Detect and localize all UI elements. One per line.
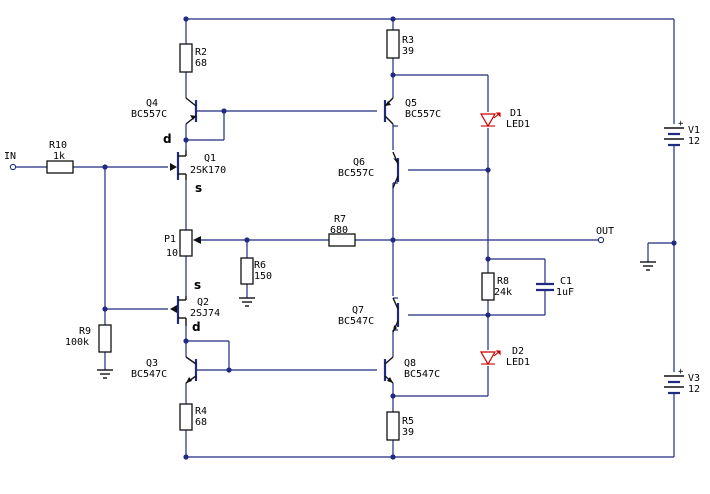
q6-part: BC557C: [338, 168, 374, 179]
q7-ref: Q7: [352, 305, 364, 316]
ground-symbol: [239, 297, 255, 307]
d1-ref: D1: [510, 108, 522, 119]
transistor-q8: Q8 BC547C: [383, 356, 440, 384]
r4-ref: R4: [195, 406, 207, 417]
r6-ref: R6: [254, 260, 266, 271]
q4-ref: Q4: [146, 98, 158, 109]
r8-value: 24k: [494, 287, 512, 298]
led-d2: D2 LED1: [479, 346, 530, 368]
r10-ref: R10: [49, 140, 67, 151]
r5-ref: R5: [402, 416, 414, 427]
transistor-q2: Q2 2SJ74: [170, 296, 220, 326]
r7-value: 680: [330, 225, 348, 236]
p1-ref: P1: [164, 234, 176, 245]
q2-part: 2SJ74: [190, 308, 220, 319]
q3-ref: Q3: [146, 358, 158, 369]
potentiometer-p1: P1 10: [164, 229, 201, 259]
r9-ref: R9: [79, 326, 91, 337]
transistor-q6: Q6 BC557C: [338, 151, 400, 189]
q1-source-label: s: [195, 181, 202, 195]
ground-symbol: [97, 369, 113, 379]
resistor-r10: R10 1k: [46, 140, 74, 174]
d1-part: LED1: [506, 119, 530, 130]
output-terminal: OUT: [596, 226, 614, 244]
r3-ref: R3: [402, 35, 414, 46]
q2-ref: Q2: [197, 297, 209, 308]
ground-symbol: [640, 261, 656, 271]
r8-ref: R8: [497, 276, 509, 287]
p1-value: 10: [166, 248, 178, 259]
resistor-r8: R8 24k: [481, 272, 512, 301]
q1-drain-label: d: [163, 132, 172, 146]
q7-part: BC547C: [338, 316, 374, 327]
junctions: [102, 16, 677, 460]
q6-ref: Q6: [353, 157, 365, 168]
r5-value: 39: [402, 427, 414, 438]
resistor-r3: R3 39: [386, 29, 414, 59]
v3-ref: V3: [688, 373, 700, 384]
q1-ref: Q1: [204, 153, 216, 164]
q3-part: BC547C: [131, 369, 167, 380]
transistor-q5: Q5 BC557C: [383, 97, 441, 125]
resistor-r5: R5 39: [386, 411, 414, 441]
supply-v3: + V3 12: [664, 367, 700, 395]
d2-ref: D2: [512, 346, 524, 357]
r7-ref: R7: [334, 214, 346, 225]
v1-ref: V1: [688, 125, 700, 136]
d2-part: LED1: [506, 357, 530, 368]
r10-value: 1k: [53, 151, 65, 162]
input-terminal: IN: [4, 151, 17, 171]
resistor-r6: R6 150: [240, 257, 272, 285]
r3-value: 39: [402, 46, 414, 57]
c1-value: 1uF: [556, 287, 574, 298]
capacitor-c1: C1 1uF: [536, 276, 574, 298]
led-d1: D1 LED1: [479, 108, 530, 130]
q4-part: BC557C: [131, 109, 167, 120]
r4-value: 68: [195, 417, 207, 428]
q8-part: BC547C: [404, 369, 440, 380]
transistor-q4: Q4 BC557C: [131, 97, 198, 125]
r2-value: 68: [195, 58, 207, 69]
c1-ref: C1: [560, 276, 572, 287]
q5-part: BC557C: [405, 109, 441, 120]
svg-text:+: +: [678, 367, 684, 377]
v1-value: 12: [688, 136, 700, 147]
resistor-r9: R9 100k: [65, 324, 112, 353]
resistor-r4: R4 68: [179, 403, 207, 431]
q8-ref: Q8: [404, 358, 416, 369]
q2-drain-label: d: [192, 320, 201, 334]
resistor-r2: R2 68: [179, 43, 207, 73]
r6-value: 150: [254, 271, 272, 282]
q5-ref: Q5: [405, 98, 417, 109]
q2-source-label: s: [194, 278, 201, 292]
r2-ref: R2: [195, 47, 207, 58]
v3-value: 12: [688, 384, 700, 395]
r9-value: 100k: [65, 337, 89, 348]
transistor-q7: Q7 BC547C: [338, 297, 400, 333]
transistor-q1: Q1 2SK170: [170, 150, 226, 180]
transistor-q3: Q3 BC547C: [131, 356, 198, 384]
svg-text:+: +: [678, 119, 684, 129]
output-label: OUT: [596, 226, 614, 237]
q1-part: 2SK170: [190, 165, 226, 176]
supply-v1: + V1 12: [664, 119, 700, 147]
resistor-r7: R7 680: [328, 214, 356, 247]
input-label: IN: [4, 151, 16, 162]
